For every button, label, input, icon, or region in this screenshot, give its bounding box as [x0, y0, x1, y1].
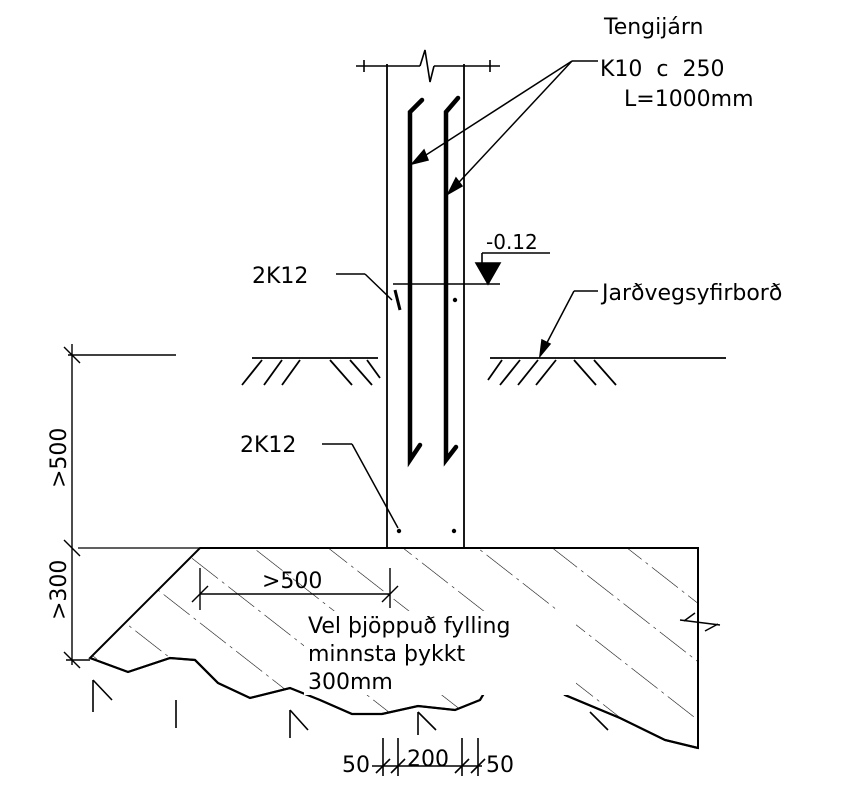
wall-break-line: [356, 49, 500, 83]
fill-edge-arrow-mark: [679, 612, 721, 632]
fill-text-line2: minnsta þykkt: [308, 642, 465, 667]
starter-bar-right: [443, 95, 461, 467]
tengijarn-leaders: [409, 60, 598, 196]
ground-surface-leader: [538, 290, 598, 359]
bar-lower-leader-diag: [351, 443, 399, 529]
bar-upper-leader-diag: [364, 273, 393, 301]
bar-upper-label: 2K12: [252, 264, 308, 289]
bar-dot-lower-right: [451, 528, 457, 534]
ground-surface-left: [241, 357, 381, 386]
dimension-depth-label: >500: [47, 428, 72, 488]
dimension-fill-overhang-label: >500: [262, 569, 322, 594]
concrete-wall: [386, 64, 465, 548]
starter-bar-left: [407, 97, 425, 468]
tengijarn-title: Tengijárn: [603, 15, 703, 40]
ground-surface-right: [487, 357, 726, 386]
soil-ticks-below-fill: [92, 679, 609, 738]
dimension-fill-depth: [63, 548, 90, 669]
tengijarn-length: L=1000mm: [624, 87, 754, 112]
dimension-left-cover-label: 50: [342, 753, 370, 778]
fill-text-line3: 300mm: [308, 670, 393, 695]
level-mark-label: -0.12: [486, 230, 538, 254]
dimension-wall-thickness-label: 200: [407, 747, 449, 772]
starter-bars: [407, 95, 461, 468]
bar-marker-upper: [393, 289, 402, 311]
bar-lower-label: 2K12: [240, 433, 296, 458]
dimension-fill-overhang: [191, 568, 399, 610]
level-marker: [393, 252, 550, 286]
dimension-wall-bottom: [372, 738, 486, 776]
ground-surface-label: Jarðvegsyfirborð: [600, 281, 782, 306]
bar-dot-lower-left: [396, 528, 402, 534]
dimension-right-cover-label: 50: [486, 753, 514, 778]
fill-text-background: [304, 611, 576, 695]
dimension-depth: [63, 344, 176, 557]
dimension-fill-depth-label: >300: [47, 560, 72, 620]
tengijarn-spec: K10 c 250: [600, 57, 724, 82]
bar-dot-upper: [452, 297, 458, 303]
fill-text-line1: Vel þjöppuð fylling: [308, 614, 510, 639]
